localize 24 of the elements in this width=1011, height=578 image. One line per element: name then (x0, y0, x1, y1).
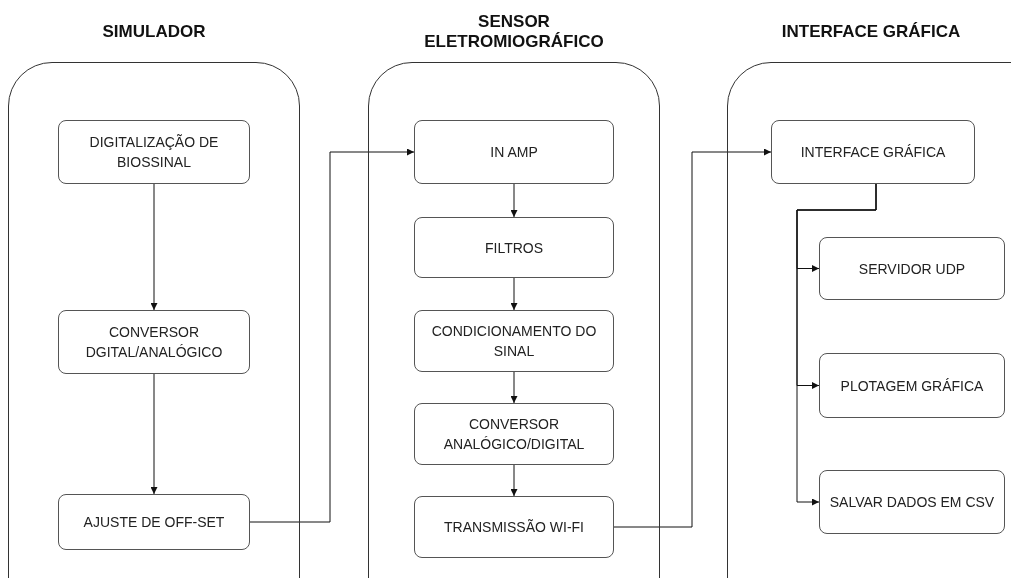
arrow (613, 148, 772, 528)
group-title: SIMULADOR (101, 22, 207, 42)
process-box: PLOTAGEM GRÁFICA (819, 353, 1005, 418)
process-box: CONVERSOR DGITAL/ANALÓGICO (58, 310, 250, 374)
arrow (796, 183, 877, 506)
process-box: AJUSTE DE OFF-SET (58, 494, 250, 550)
process-box: SERVIDOR UDP (819, 237, 1005, 300)
arrow (510, 464, 518, 497)
arrow (150, 373, 158, 495)
process-box: FILTROS (414, 217, 614, 278)
group-title: INTERFACE GRÁFICA (780, 22, 962, 42)
process-box: CONVERSOR ANALÓGICO/DIGITAL (414, 403, 614, 465)
arrow (249, 148, 415, 523)
arrow (510, 183, 518, 218)
process-box: DIGITALIZAÇÃO DE BIOSSINAL (58, 120, 250, 184)
arrow (510, 277, 518, 311)
process-box: IN AMP (414, 120, 614, 184)
process-box: TRANSMISSÃO WI-FI (414, 496, 614, 558)
arrow (510, 371, 518, 404)
group-title: SENSOR ELETROMIOGRÁFICO (423, 12, 605, 52)
arrow (150, 183, 158, 311)
process-box: CONDICIONAMENTO DO SINAL (414, 310, 614, 372)
process-box: SALVAR DADOS EM CSV (819, 470, 1005, 534)
process-box: INTERFACE GRÁFICA (771, 120, 975, 184)
